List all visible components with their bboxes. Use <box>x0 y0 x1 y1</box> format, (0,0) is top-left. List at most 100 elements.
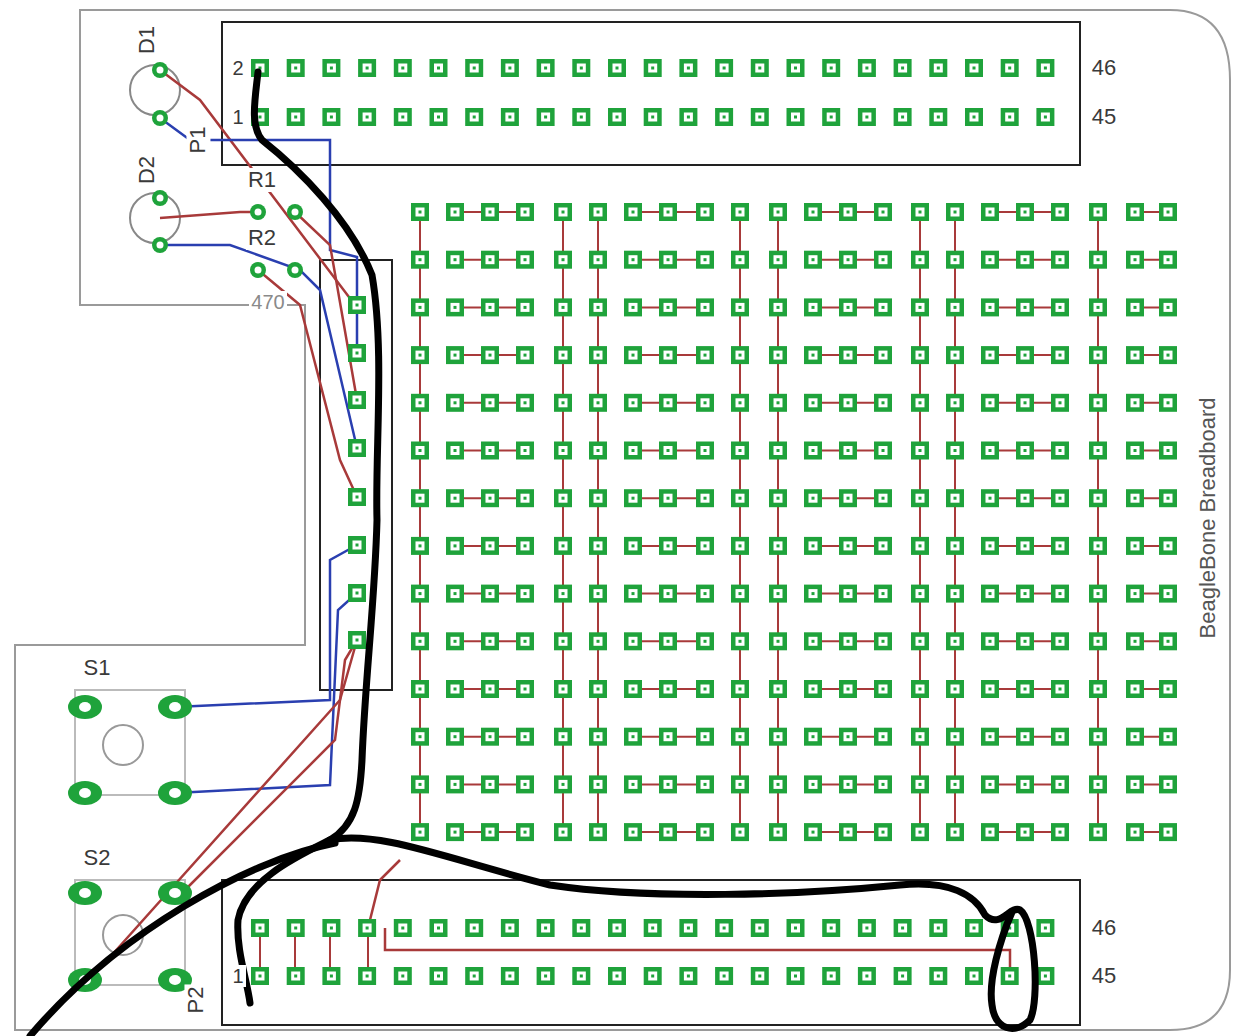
pad-center <box>901 927 904 930</box>
pad-hole <box>879 685 888 694</box>
pad-hole <box>916 541 925 550</box>
pad-center <box>1024 688 1027 691</box>
pad-center <box>667 592 670 595</box>
pad-hole <box>916 351 925 360</box>
solder-pad <box>1126 489 1144 507</box>
pad-center <box>704 640 707 643</box>
pad-center <box>454 354 457 357</box>
pad-center <box>562 401 565 404</box>
pad-hole <box>629 303 638 312</box>
pad-center <box>294 116 297 119</box>
solder-pad <box>946 775 964 793</box>
pad-center <box>847 735 850 738</box>
pad-center <box>1134 497 1137 500</box>
pad-hole <box>809 828 818 837</box>
solder-pad <box>1126 298 1144 316</box>
pad-center <box>356 592 359 595</box>
solder-pad <box>589 823 607 841</box>
pad-hole <box>951 637 960 646</box>
solder-pad <box>481 537 499 555</box>
copper-trace <box>175 593 357 793</box>
copper-trace <box>633 831 705 833</box>
pad-center <box>632 544 635 547</box>
copper-trace <box>990 688 1060 690</box>
pad-center <box>1134 306 1137 309</box>
pad-center <box>812 688 815 691</box>
pad-hole <box>353 541 362 550</box>
pad-hole <box>951 541 960 550</box>
solder-pad <box>411 298 429 316</box>
pad-center <box>524 544 527 547</box>
pad-hole <box>629 351 638 360</box>
pad-hole <box>809 637 818 646</box>
copper-trace <box>990 211 1060 213</box>
solder-pad <box>1016 394 1034 412</box>
solder-pad <box>769 203 787 221</box>
pad-hole <box>986 255 995 264</box>
pad-hole <box>1056 828 1065 837</box>
solder-pad <box>1126 251 1144 269</box>
pad-hole <box>1056 732 1065 741</box>
solder-pad <box>731 680 749 698</box>
pad-hole <box>416 685 425 694</box>
pad-center <box>882 401 885 404</box>
pad-center <box>597 211 600 214</box>
pad-hole <box>1131 732 1140 741</box>
pad-hole <box>898 972 907 981</box>
pad-center <box>616 927 619 930</box>
pad-hole <box>774 541 783 550</box>
solder-pad <box>348 584 366 602</box>
pad-center <box>524 497 527 500</box>
pad-center <box>356 496 359 499</box>
pad-center <box>366 927 369 930</box>
pad-center <box>1134 640 1137 643</box>
solder-pad <box>1089 537 1107 555</box>
pad-hole <box>629 446 638 455</box>
solder-pad <box>769 775 787 793</box>
pad-center <box>1059 401 1062 404</box>
pad-hole <box>809 255 818 264</box>
pad-center <box>739 544 742 547</box>
solder-pad <box>411 823 429 841</box>
pad-hole <box>862 113 871 122</box>
pad-center <box>954 735 957 738</box>
pad-center <box>1044 927 1047 930</box>
pad-center <box>919 640 922 643</box>
pad-hole <box>1094 303 1103 312</box>
solder-pad <box>839 251 857 269</box>
solder-pad <box>624 489 642 507</box>
pad-hole <box>736 637 745 646</box>
pad-center <box>777 354 780 357</box>
solder-pad <box>644 919 662 937</box>
pad-hole <box>559 398 568 407</box>
solder-pad <box>537 59 555 77</box>
pad-center <box>562 688 565 691</box>
pad-hole <box>486 255 495 264</box>
solder-pad <box>981 203 999 221</box>
pad-hole <box>1021 446 1030 455</box>
solder-pad <box>946 203 964 221</box>
pad-center <box>937 975 940 978</box>
pad-hole <box>664 303 673 312</box>
solder-pad <box>624 823 642 841</box>
solder-pad <box>751 108 769 126</box>
solder-pad <box>911 775 929 793</box>
pad-hole <box>720 924 729 933</box>
pad-hole <box>986 398 995 407</box>
pad-center <box>419 211 422 214</box>
pad-center <box>954 497 957 500</box>
solder-pad <box>481 823 499 841</box>
pad-hole <box>701 303 710 312</box>
pad-center <box>723 975 726 978</box>
solder-pad <box>731 203 749 221</box>
pad-hole <box>629 589 638 598</box>
solder-pad <box>1051 346 1069 364</box>
solder-pad <box>839 728 857 746</box>
pad-center <box>1097 688 1100 691</box>
pad-hole <box>1094 589 1103 598</box>
pad-hole <box>774 208 783 217</box>
pad-center <box>704 258 707 261</box>
pad-center <box>777 544 780 547</box>
solder-pad <box>1159 251 1177 269</box>
